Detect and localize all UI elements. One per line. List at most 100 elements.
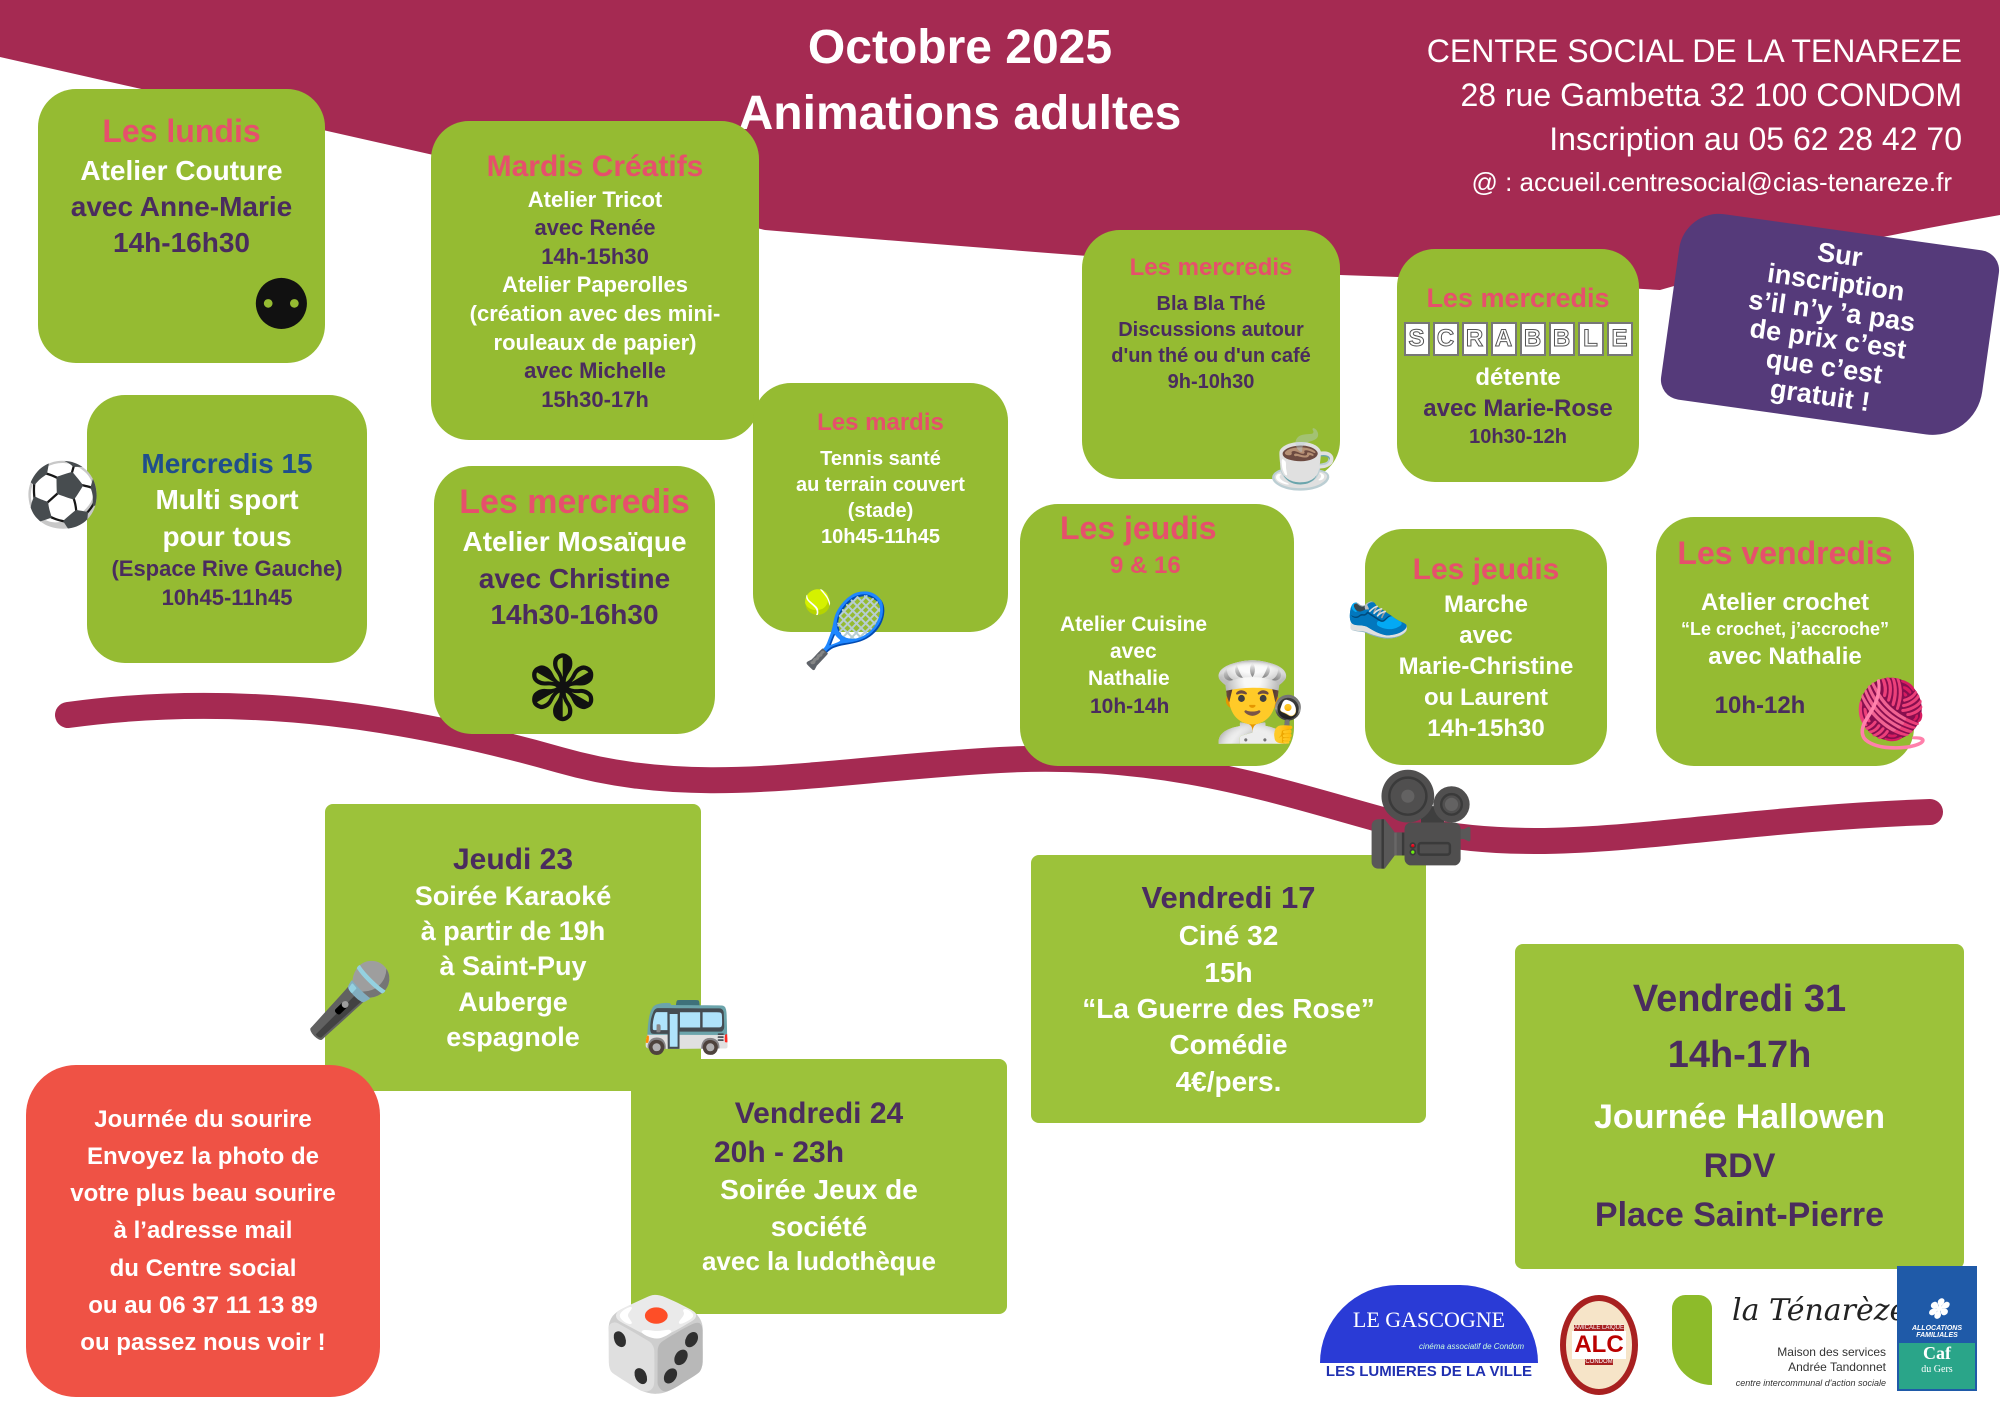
card-day: Les vendredis <box>1677 535 1893 571</box>
card-line: RDV <box>1703 1146 1776 1185</box>
logo-le-gascogne: LE GASCOGNE cinéma associatif de Condom … <box>1320 1285 1538 1390</box>
card-halloween: Vendredi 31 14h-17h Journée Hallowen RDV… <box>1515 944 1964 1269</box>
logo-text: cinéma associatif de Condom <box>1419 1342 1524 1351</box>
card-line: avec Nathalie <box>1708 643 1862 671</box>
page-title: Octobre 2025 <box>807 21 1113 74</box>
card-karaoke: Jeudi 23 Soirée Karaoké à partir de 19h … <box>325 804 701 1091</box>
card-line: avec Anne-Marie <box>70 190 293 222</box>
org-phone: Inscription au 05 62 28 42 70 <box>1549 121 1962 157</box>
card-line: 15h30-17h <box>541 386 649 412</box>
logo-text: CONDOM <box>1585 1359 1613 1365</box>
card-dates: 9 & 16 <box>1110 551 1181 579</box>
card-line: avec <box>1110 640 1157 664</box>
card-line: 14h-17h <box>1667 1033 1812 1076</box>
card-line: détente <box>1475 363 1561 391</box>
org-email[interactable]: @ : accueil.centresocial@cias-tenareze.f… <box>1471 167 1952 197</box>
card-mosaique: Les mercredis Atelier Mosaïque avec Chri… <box>434 466 715 734</box>
card-line: Soirée Karaoké <box>414 881 612 912</box>
card-day: Mercredis 15 <box>141 447 313 479</box>
card-line: votre plus beau sourire <box>70 1180 336 1208</box>
scrabble-tile: E <box>1606 321 1633 356</box>
card-line: avec Christine <box>478 562 671 594</box>
film-camera-icon: 🎥 <box>1365 770 1478 870</box>
scrabble-tile: C <box>1432 321 1459 356</box>
card-line: Multi sport <box>155 484 299 516</box>
card-line: Auberge <box>458 986 568 1017</box>
card-line: Marche <box>1443 590 1529 618</box>
logo-text: AMICALE LAIQUE <box>1573 1325 1624 1331</box>
card-line: Tennis santé <box>820 448 941 471</box>
sports-icon: ⚽ <box>24 461 102 530</box>
card-crochet: Les vendredis Atelier crochet “Le croche… <box>1656 517 1914 766</box>
card-line: “Le crochet, j’accroche” <box>1680 618 1890 639</box>
card-line: 20h - 23h <box>713 1136 845 1170</box>
org-name: CENTRE SOCIAL DE LA TENAREZE <box>1426 33 1962 69</box>
logo-caf: ✽ ALLOCATIONS FAMILIALES Caf du Gers <box>1897 1266 1977 1391</box>
card-line: ou passez nous voir ! <box>80 1328 326 1356</box>
card-line: 10h45-11h45 <box>821 526 940 549</box>
card-line: à partir de 19h <box>420 916 606 947</box>
logo-text: LE GASCOGNE <box>1320 1285 1538 1363</box>
card-line: avec Michelle <box>524 358 666 384</box>
card-line: Atelier Mosaïque <box>462 526 687 558</box>
scrabble-tile: B <box>1519 321 1546 356</box>
card-line: à l’adresse mail <box>113 1217 293 1245</box>
card-line: avec Renée <box>534 215 656 241</box>
card-lundis: Les lundis Atelier Couture avec Anne-Mar… <box>38 89 325 363</box>
card-line: d'un thé ou d'un café <box>1111 345 1311 368</box>
card-day: Mardis Créatifs <box>486 149 704 183</box>
card-line: Nathalie <box>1088 667 1170 691</box>
bus-icon: 🚌 <box>642 976 732 1056</box>
chef-hat-icon: 👨‍🍳 <box>1212 660 1307 745</box>
logo-text: la Ténarèze <box>1732 1293 1908 1328</box>
logo-text: LES LUMIERES DE LA VILLE <box>1325 1363 1533 1380</box>
card-journee-sourire: Journée du sourire Envoyez la photo de v… <box>26 1065 380 1397</box>
coffee-cup-icon: ☕ <box>1268 428 1338 491</box>
card-line: 14h-15h30 <box>541 243 649 269</box>
mosaic-icon: ❃ <box>525 640 601 740</box>
org-address: 28 rue Gambetta 32 100 CONDOM <box>1460 77 1962 113</box>
card-line: Journée du sourire <box>94 1105 312 1133</box>
card-line: 10h-14h <box>1090 694 1170 718</box>
card-line: Atelier Cuisine <box>1060 612 1208 636</box>
card-line: 9h-10h30 <box>1167 371 1255 394</box>
card-line: 10h30-12h <box>1469 426 1567 449</box>
card-line: 15h <box>1204 956 1253 988</box>
card-line: à Saint-Puy <box>439 951 587 982</box>
scrabble-tile: S <box>1403 321 1430 356</box>
card-line: (création avec des mini- <box>469 301 721 326</box>
card-line: Atelier Paperolles <box>502 272 688 298</box>
logo-text: centre intercommunal d'action sociale <box>1735 1378 1886 1388</box>
card-line: (stade) <box>847 500 914 523</box>
card-line: Atelier Tricot <box>527 186 663 212</box>
card-line: Envoyez la photo de <box>86 1143 320 1171</box>
card-cuisine: Les jeudis 9 & 16 Atelier Cuisine avec N… <box>1020 504 1294 766</box>
card-line: Bla Bla Thé <box>1156 293 1266 316</box>
card-line: Comédie <box>1169 1029 1288 1061</box>
card-line: société <box>770 1210 868 1242</box>
card-line: avec <box>1459 621 1513 649</box>
logo-text: ALC <box>1572 1331 1626 1359</box>
card-day: Jeudi 23 <box>452 843 574 877</box>
card-tennis: Les mardis Tennis santé au terrain couve… <box>753 383 1008 632</box>
card-day: Les mercredis <box>459 483 690 521</box>
card-line: 14h-15h30 <box>1427 715 1545 743</box>
card-line: 4€/pers. <box>1175 1065 1282 1097</box>
card-day: Les lundis <box>102 113 261 149</box>
scrabble-tile: R <box>1461 321 1488 356</box>
logo-text: ALLOCATIONS FAMILIALES <box>1911 1325 1963 1339</box>
card-day: Vendredi 17 <box>1141 879 1316 915</box>
scrabble-tile: L <box>1577 321 1604 356</box>
card-jeux-societe: Vendredi 24 20h - 23h Soirée Jeux de soc… <box>631 1059 1007 1314</box>
card-line: Atelier crochet <box>1700 588 1870 616</box>
buttons-icon: ⚉ <box>250 266 313 344</box>
card-line: ou au 06 37 11 13 89 <box>88 1291 318 1319</box>
card-line: avec la ludothèque <box>701 1245 937 1276</box>
card-mardis-creatifs: Mardis Créatifs Atelier Tricot avec René… <box>431 121 759 440</box>
card-marche: Les jeudis Marche avec Marie-Christine o… <box>1365 529 1607 765</box>
card-line: 14h30-16h30 <box>490 598 659 630</box>
microphone-icon: 🎤 <box>305 961 395 1041</box>
card-line: Discussions autour <box>1118 319 1304 342</box>
card-line: 10h45-11h45 <box>161 584 293 610</box>
